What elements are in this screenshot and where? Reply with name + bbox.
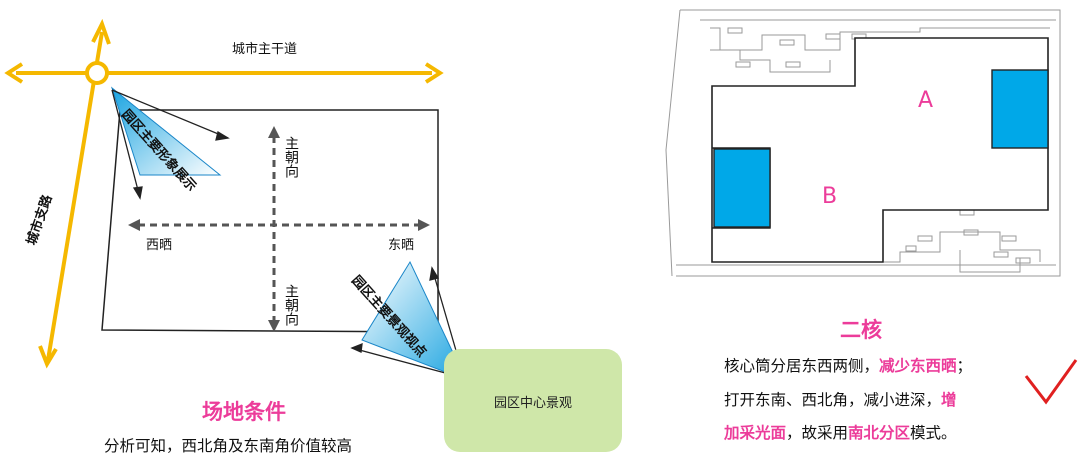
west-sun-label: 西晒 — [146, 238, 173, 253]
desc-line-2: 打开东南、西北角，减小进深，增 — [724, 391, 957, 409]
center-landscape-box — [444, 349, 622, 452]
zone-b-label: B — [822, 184, 838, 209]
axis-vertical-head-top — [268, 126, 280, 138]
display-wedge — [111, 86, 222, 176]
building-outline — [711, 37, 1049, 263]
zone-a-label: A — [918, 88, 934, 113]
core-east — [991, 69, 1049, 149]
branch-road-arrow — [38, 18, 111, 369]
axis-horizontal-head-right — [418, 219, 430, 231]
north-bottom-label: 主朝向 — [283, 284, 299, 326]
desc-line-1: 核心筒分居东西两侧，减少东西晒； — [724, 357, 973, 375]
site-conditions-caption: 分析可知，西北角及东南角价值较高 — [104, 437, 353, 455]
east-sun-label: 东晒 — [388, 238, 415, 253]
axis-vertical-head-bottom — [268, 320, 280, 332]
display-wedge-arrows — [111, 89, 230, 200]
desc-line-3: 加采光面，故采用南北分区模式。 — [724, 424, 957, 442]
north-top-label: 主朝向 — [283, 136, 299, 178]
center-landscape-label: 园区中心景观 — [493, 396, 572, 411]
intersection-node — [85, 61, 109, 85]
axis-horizontal-head-left — [128, 219, 140, 231]
view-wedge — [361, 260, 467, 381]
main-road-label: 城市主干道 — [232, 42, 298, 57]
site-conditions-title: 场地条件 — [202, 400, 286, 424]
floor-plan — [665, 9, 1061, 277]
main-road-arrow — [4, 62, 444, 84]
two-core-title: 二核 — [840, 318, 882, 342]
check-mark — [1024, 359, 1078, 405]
core-west — [713, 148, 771, 228]
